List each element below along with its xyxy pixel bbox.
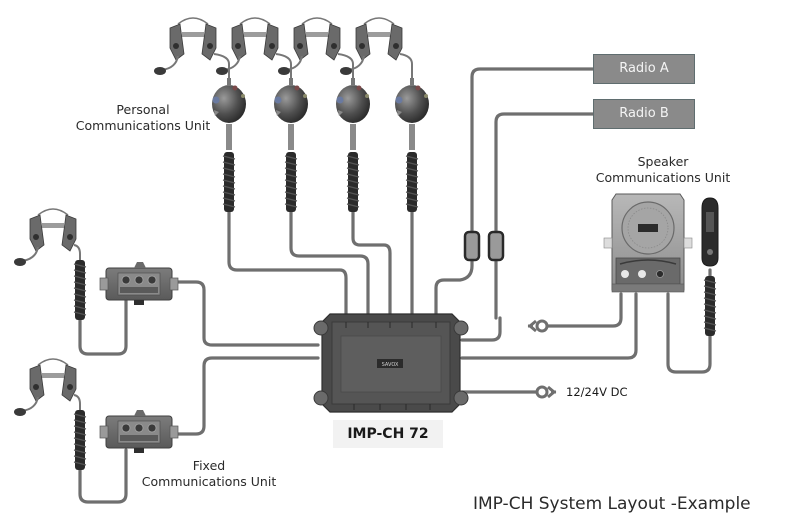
coil-cord-icon xyxy=(222,151,236,213)
cable-fcu-1-headset xyxy=(78,298,128,356)
headset-icon xyxy=(13,208,77,267)
personal-unit-label-line1: Personal xyxy=(116,102,170,117)
power-label: 12/24V DC xyxy=(566,385,628,399)
fixed-unit-label: Fixed Communications Unit xyxy=(134,458,284,490)
fixed-unit-2 xyxy=(13,358,179,471)
personal-unit-1 xyxy=(153,17,246,213)
coil-cord-icon xyxy=(284,151,298,213)
cable-fcu-2-main xyxy=(171,356,320,436)
power-connector-icon xyxy=(535,385,557,399)
personal-unit-label-line2: Communications Unit xyxy=(75,118,211,133)
diagram-caption: IMP-CH System Layout -Example xyxy=(473,494,751,514)
pcu-device-icon xyxy=(395,78,429,123)
speaker-unit xyxy=(603,193,693,293)
cable-speaker-main xyxy=(460,292,638,360)
fixed-unit-label-line1: Fixed xyxy=(192,458,226,473)
personal-unit-2 xyxy=(215,17,308,213)
headset-icon xyxy=(153,17,217,76)
cable-radio-a-lower xyxy=(434,258,474,320)
speaker-unit-label-line1: Speaker xyxy=(637,154,689,169)
speaker-unit-label-line2: Communications Unit xyxy=(595,170,731,185)
cable-pcu-1 xyxy=(227,208,348,320)
pcu-device-icon xyxy=(274,78,308,123)
fcu-device-icon xyxy=(99,261,179,306)
personal-unit-4 xyxy=(339,17,429,213)
headset-icon xyxy=(339,17,403,76)
coil-cord-icon xyxy=(703,275,717,337)
cable-pcu-2 xyxy=(289,208,370,320)
central-unit-model-label: IMP-CH 72 xyxy=(333,420,443,448)
fixed-unit-label-line2: Communications Unit xyxy=(141,474,277,489)
brand-badge xyxy=(377,359,403,368)
personal-unit-3 xyxy=(277,17,370,213)
headset-icon xyxy=(215,17,279,76)
headset-icon xyxy=(13,358,77,417)
headset-icon xyxy=(277,17,341,76)
cable-pcu-3 xyxy=(351,208,392,320)
coil-cord-icon xyxy=(73,409,87,471)
cable-speaker-handset xyxy=(666,292,712,374)
cable-radio-a-to-central xyxy=(460,316,502,342)
speaker-unit-label: Speaker Communications Unit xyxy=(588,154,738,186)
fcu-device-icon xyxy=(99,409,179,454)
aux-connector-icon xyxy=(527,319,549,333)
cable-filter-radio-b xyxy=(487,230,505,262)
personal-unit-label: Personal Communications Unit xyxy=(68,102,218,134)
cable-fcu-1-main xyxy=(171,280,320,347)
radio-a-box: Radio A xyxy=(593,54,695,84)
pcu-device-icon xyxy=(336,78,370,123)
cable-filter-radio-a xyxy=(463,230,481,262)
speaker-handset xyxy=(701,197,719,337)
cable-fcu-2-headset xyxy=(78,448,128,504)
cable-speaker-aux xyxy=(546,292,623,328)
cables xyxy=(78,67,712,504)
coil-cord-icon xyxy=(346,151,360,213)
coil-cord-icon xyxy=(73,259,87,321)
central-unit-imp-ch-72: SAVOX xyxy=(313,313,469,413)
coil-cord-icon xyxy=(405,151,419,213)
cable-radio-a xyxy=(470,67,595,234)
brand-badge-text: SAVOX xyxy=(382,362,399,368)
radio-b-box: Radio B xyxy=(593,99,695,129)
fixed-unit-1 xyxy=(13,208,179,321)
cable-radio-b xyxy=(494,112,595,234)
